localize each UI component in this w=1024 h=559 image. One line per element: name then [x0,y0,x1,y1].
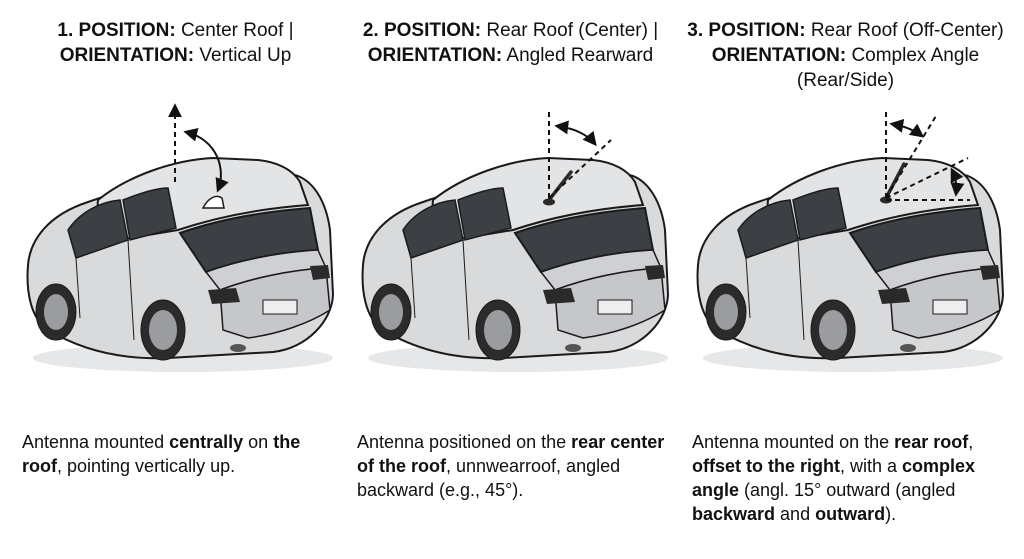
desc-bold: complex angle [692,456,976,500]
heading-number: 3. [687,20,704,41]
position-value: Rear Roof (Center) | [486,20,659,41]
orientation-label: ORIENTATION: [367,45,503,66]
antenna-base [543,198,555,206]
desc-text: , pointing vertically up. [57,456,236,476]
car-illustration-3 [678,90,1013,380]
orientation-label: ORIENTATION: [711,45,847,66]
outward-angle-arrow [950,167,965,197]
heading-line-2: ORIENTATION: Complex Angle [678,43,1013,68]
heading-line-1: 1. POSITION: Center Roof | [8,18,343,43]
heading-number: 2. [362,20,379,41]
angle-arc-arrow [554,120,597,147]
rotation-arrow [183,127,229,193]
antenna-whip [884,162,906,200]
panel-rear-roof-center: 2. POSITION: Rear Roof (Center) | ORIENT… [343,0,678,559]
car-diagram [696,108,1004,373]
desc-bold: the roof [22,432,301,476]
desc-bold: rear roof [894,432,969,452]
desc-text: Antenna positioned on the [357,432,572,452]
desc-text: and [775,504,816,524]
panel-heading: 2. POSITION: Rear Roof (Center) | ORIENT… [343,18,678,68]
heading-line-2: ORIENTATION: Angled Rearward [343,43,678,68]
car-diagram [26,103,335,373]
position-value: Center Roof | [180,20,294,41]
heading-line-3: (Rear/Side) [796,70,895,91]
shark-fin-antenna [201,195,225,209]
panel-description: Antenna positioned on the rear center of… [357,430,672,502]
car-body [361,157,669,373]
desc-text: , [968,432,974,452]
desc-text: , with a [839,456,903,476]
desc-bold: rear center of the roof [357,432,665,476]
orientation-value: Angled Rearward [506,45,654,66]
heading-number: 1. [57,20,74,41]
car-illustration-2 [343,90,678,380]
panel-description: Antenna mounted on the rear roof, offset… [692,430,1007,526]
panel-description: Antenna mounted centrally on the roof, p… [22,430,337,478]
orientation-label: ORIENTATION: [59,45,195,66]
desc-bold: centrally [169,432,244,452]
desc-text: (angl. 15° outward (angled [739,480,956,500]
panel-heading: 3. POSITION: Rear Roof (Off-Center) ORIE… [678,18,1013,93]
rearward-angle-arrow [889,118,925,138]
car-body [26,157,335,373]
car-diagram [361,108,669,373]
car-illustration-1 [8,90,343,380]
desc-text: ). [885,504,897,524]
position-label: POSITION: [383,20,482,41]
heading-line-1: 3. POSITION: Rear Roof (Off-Center) [678,18,1013,43]
position-label: POSITION: [708,20,806,41]
heading-line-1: 2. POSITION: Rear Roof (Center) | [343,18,678,43]
orientation-value: Complex Angle [851,45,980,66]
desc-bold: offset to the right [692,456,840,476]
panel-rear-roof-off-center: 3. POSITION: Rear Roof (Off-Center) ORIE… [678,0,1013,559]
desc-text: , unnwearroof, angled backward (e.g., 45… [357,456,621,500]
panel-heading: 1. POSITION: Center Roof | ORIENTATION: … [8,18,343,68]
outward-angle-line [885,157,969,199]
rearward-angle-line [885,115,937,199]
heading-line-2: ORIENTATION: Vertical Up [8,43,343,68]
desc-bold: outward [815,504,886,524]
desc-bold: backward [692,504,776,524]
desc-text: Antenna mounted on the [692,432,895,452]
desc-text: Antenna mounted [22,432,170,452]
panel-center-roof: 1. POSITION: Center Roof | ORIENTATION: … [8,0,343,559]
position-value: Rear Roof (Off-Center) [810,20,1004,41]
desc-text: on [243,432,274,452]
orientation-value: Vertical Up [199,45,292,66]
position-label: POSITION: [78,20,176,41]
